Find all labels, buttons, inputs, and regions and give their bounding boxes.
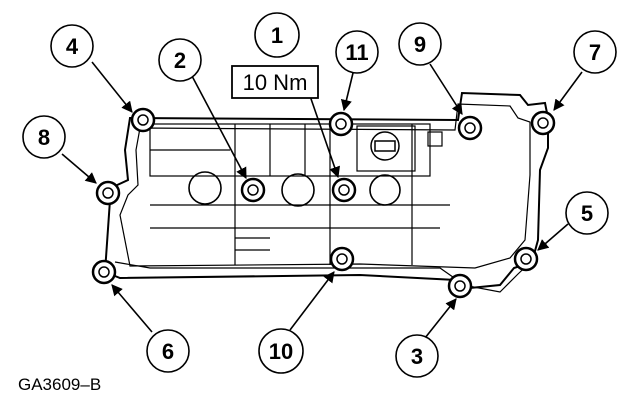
valve-cover — [100, 91, 549, 290]
callout-circles — [22, 12, 617, 378]
callout-4: 4 — [66, 34, 79, 59]
bolt-2 — [331, 177, 357, 203]
bolt-9 — [329, 246, 355, 272]
callout-9: 9 — [414, 32, 426, 57]
callout-7: 7 — [589, 40, 601, 65]
spark-plug-holes — [188, 171, 401, 207]
torque-label: 10 Nm — [243, 70, 308, 95]
callout-2: 2 — [174, 48, 186, 73]
bolt-11 — [513, 246, 539, 272]
callout-10: 10 — [269, 339, 293, 364]
cover-ribs — [114, 123, 536, 293]
callout-6: 6 — [162, 339, 174, 364]
callout-8: 8 — [38, 125, 50, 150]
bolt-10 — [447, 273, 473, 299]
torque-box — [231, 65, 319, 99]
bolt-6 — [530, 110, 556, 136]
figure-code: GA3609–B — [18, 375, 101, 394]
callout-11: 11 — [345, 40, 368, 65]
callout-3: 3 — [411, 344, 423, 369]
leader-arrows — [61, 61, 583, 339]
bolt-5 — [457, 115, 483, 141]
callout-1: 1 — [271, 23, 283, 48]
bolt-4 — [328, 111, 354, 137]
oil-filler-cap — [370, 131, 400, 161]
bolts — [91, 107, 556, 299]
bolt-7 — [95, 180, 121, 206]
bolt-8 — [91, 259, 117, 285]
bolt-1 — [240, 177, 266, 203]
bolt-3 — [130, 107, 156, 133]
callout-5: 5 — [581, 201, 593, 226]
